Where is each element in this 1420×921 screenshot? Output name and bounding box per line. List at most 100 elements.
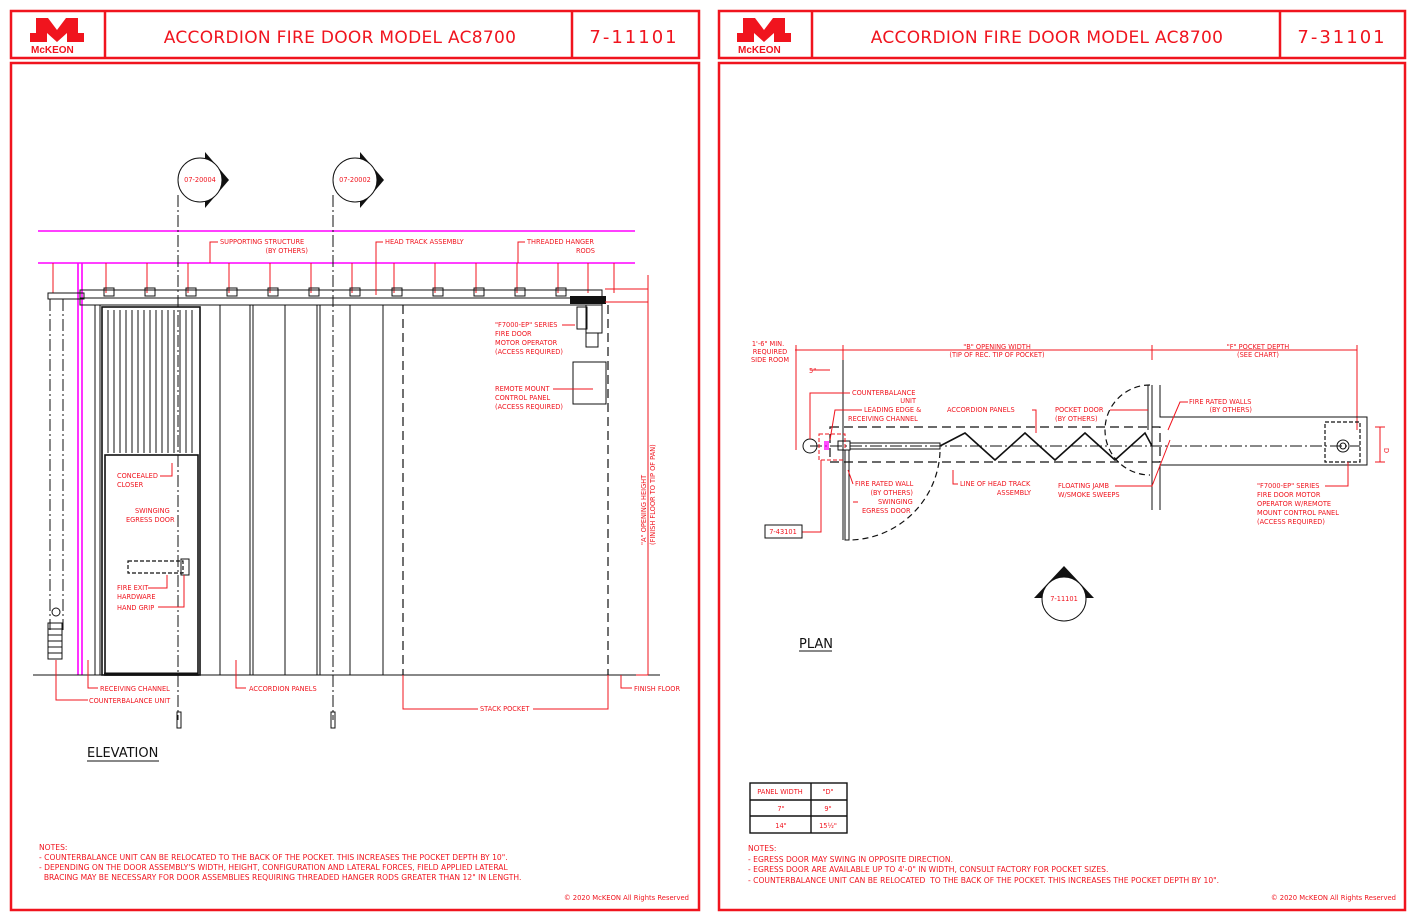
sheet-border [717,61,1407,912]
svg-text:W/SMOKE SWEEPS: W/SMOKE SWEEPS [1058,491,1120,499]
svg-text:1'-6" MIN.: 1'-6" MIN. [752,340,784,348]
detail-tag[interactable]: 7-43101 [764,524,803,539]
svg-text:(FINISH FLOOR TO TIP OF PAN): (FINISH FLOOR TO TIP OF PAN) [649,444,657,545]
notes: NOTES: - COUNTERBALANCE UNIT CAN BE RELO… [39,843,521,882]
svg-text:FIRE DOOR: FIRE DOOR [495,330,532,338]
svg-text:SIDE ROOM: SIDE ROOM [751,356,789,364]
svg-text:STACK POCKET: STACK POCKET [480,705,530,713]
svg-text:- COUNTERBALANCE UNIT CAN BE R: - COUNTERBALANCE UNIT CAN BE RELOCATED T… [748,876,1219,885]
panel-width-table: PANEL WIDTH "D" 7" 9" 14" 15½" [749,782,848,834]
svg-text:NOTES:: NOTES: [39,843,67,852]
plan-drawing: 1'-6" MIN. REQUIRED SIDE ROOM "B" OPENIN… [751,340,1390,652]
logo-text: McKEON [738,45,781,56]
svg-text:7-11101: 7-11101 [1050,595,1078,603]
svg-text:- COUNTERBALANCE UNIT CAN BE R: - COUNTERBALANCE UNIT CAN BE RELOCATED T… [39,853,508,862]
svg-text:"D": "D" [822,788,833,796]
svg-text:ACCORDION PANELS: ACCORDION PANELS [249,685,317,693]
svg-text:(BY OTHERS): (BY OTHERS) [870,489,913,497]
logo-text: McKEON [31,45,74,56]
svg-text:EGRESS DOOR: EGRESS DOOR [126,516,175,524]
svg-text:SWINGING: SWINGING [878,498,913,506]
sheet-number: 7-31101 [1297,27,1386,48]
svg-text:(SEE CHART): (SEE CHART) [1237,351,1279,359]
sheet-number: 7-11101 [589,27,678,48]
svg-text:RODS: RODS [576,247,595,255]
svg-text:EGRESS DOOR: EGRESS DOOR [862,507,911,515]
svg-text:MOTOR OPERATOR: MOTOR OPERATOR [495,339,558,347]
svg-text:REMOTE MOUNT: REMOTE MOUNT [495,385,551,393]
svg-text:"A" OPENING HEIGHT: "A" OPENING HEIGHT [640,474,648,545]
svg-text:UNIT: UNIT [900,397,917,405]
mckeon-logo: McKEON [30,18,84,56]
svg-text:LINE OF HEAD TRACK: LINE OF HEAD TRACK [960,480,1031,488]
svg-text:7": 7" [777,805,784,813]
svg-text:BRACING MAY BE NECESSARY FOR D: BRACING MAY BE NECESSARY FOR DOOR ASSEMB… [39,873,521,882]
svg-text:POCKET DOOR: POCKET DOOR [1055,406,1104,414]
svg-text:REQUIRED: REQUIRED [753,348,788,356]
svg-text:07-20004: 07-20004 [184,176,216,184]
svg-text:D: D [1382,448,1390,453]
svg-text:PANEL WIDTH: PANEL WIDTH [757,788,803,796]
sheet-title: ACCORDION FIRE DOOR MODEL AC8700 [164,28,517,48]
svg-text:15½": 15½" [819,822,837,830]
svg-text:LEADING EDGE &: LEADING EDGE & [864,406,921,414]
svg-text:07-20002: 07-20002 [339,176,371,184]
svg-text:(TIP OF REC. TIP OF POCKET): (TIP OF REC. TIP OF POCKET) [949,351,1044,359]
svg-text:FLOATING JAMB: FLOATING JAMB [1058,482,1109,490]
accordion-panels-zigzag [939,431,1153,462]
svg-text:HARDWARE: HARDWARE [117,593,156,601]
svg-text:14": 14" [775,822,786,830]
sheet-border [9,61,701,912]
svg-text:9": 9" [824,805,831,813]
egress-door-panel [101,306,201,676]
svg-text:FINISH FLOOR: FINISH FLOOR [634,685,680,693]
svg-text:"F7000-EP" SERIES: "F7000-EP" SERIES [1257,482,1320,490]
section-marker[interactable]: 07-20004 [177,152,229,208]
svg-text:(ACCESS REQUIRED): (ACCESS REQUIRED) [495,403,563,411]
svg-text:"B" OPENING WIDTH: "B" OPENING WIDTH [963,343,1031,351]
notes: NOTES: - EGRESS DOOR MAY SWING IN OPPOSI… [748,844,1219,885]
svg-text:(BY OTHERS): (BY OTHERS) [1209,406,1252,414]
svg-text:COUNTERBALANCE UNIT: COUNTERBALANCE UNIT [89,697,171,705]
section-marker[interactable]: 07-20002 [332,152,384,208]
svg-text:7-43101: 7-43101 [769,528,797,536]
svg-text:RECEIVING CHANNEL: RECEIVING CHANNEL [848,415,918,423]
view-label-plan: PLAN [799,637,833,652]
svg-text:"F7000-EP" SERIES: "F7000-EP" SERIES [495,321,558,329]
control-panel-box [572,361,607,405]
mckeon-logo: McKEON [737,18,791,56]
svg-text:COUNTERBALANCE: COUNTERBALANCE [852,389,915,397]
svg-text:- EGRESS DOOR MAY SWING IN OPP: - EGRESS DOOR MAY SWING IN OPPOSITE DIRE… [748,855,953,864]
svg-text:"F" POCKET DEPTH: "F" POCKET DEPTH [1227,343,1290,351]
svg-text:SWINGING: SWINGING [135,507,170,515]
section-marker[interactable]: 7-11101 [1034,566,1094,622]
svg-text:HEAD TRACK ASSEMBLY: HEAD TRACK ASSEMBLY [385,238,465,246]
svg-text:(ACCESS REQUIRED): (ACCESS REQUIRED) [1257,518,1325,526]
svg-text:MOUNT CONTROL PANEL: MOUNT CONTROL PANEL [1257,509,1339,517]
svg-text:SUPPORTING STRUCTURE: SUPPORTING STRUCTURE [220,238,304,246]
svg-text:OPERATOR W/REMOTE: OPERATOR W/REMOTE [1257,500,1331,508]
svg-text:- DEPENDING ON THE DOOR ASSEMB: - DEPENDING ON THE DOOR ASSEMBLY'S WIDTH… [39,863,509,872]
view-label-elevation: ELEVATION [87,746,158,761]
svg-text:FIRE DOOR MOTOR: FIRE DOOR MOTOR [1257,491,1321,499]
copyright: © 2020 McKEON All Rights Reserved [1271,894,1396,902]
elevation-labels: SUPPORTING STRUCTURE (BY OTHERS) HEAD TR… [89,238,680,713]
sheet-title: ACCORDION FIRE DOOR MODEL AC8700 [871,28,1224,48]
svg-text:ASSEMBLY: ASSEMBLY [997,489,1032,497]
svg-text:FIRE RATED WALL: FIRE RATED WALL [855,480,914,488]
sheet-plan: McKEON ACCORDION FIRE DOOR MODEL AC8700 … [717,9,1407,912]
plan-labels: 1'-6" MIN. REQUIRED SIDE ROOM "B" OPENIN… [751,340,1390,526]
svg-text:5": 5" [809,367,816,375]
elevation-drawing: 07-20004 07-20002 [33,152,680,762]
svg-text:(BY OTHERS): (BY OTHERS) [265,247,308,255]
svg-text:THREADED HANGER: THREADED HANGER [526,238,594,246]
svg-text:ACCORDION PANELS: ACCORDION PANELS [947,406,1015,414]
title-block: McKEON ACCORDION FIRE DOOR MODEL AC8700 … [717,9,1407,60]
motor-operator [570,296,606,348]
svg-text:RECEIVING CHANNEL: RECEIVING CHANNEL [100,685,170,693]
svg-text:FIRE RATED WALLS: FIRE RATED WALLS [1189,398,1251,406]
svg-text:NOTES:: NOTES: [748,844,776,853]
svg-text:HAND GRIP: HAND GRIP [117,604,154,612]
copyright: © 2020 McKEON All Rights Reserved [564,894,689,902]
svg-text:FIRE EXIT: FIRE EXIT [117,584,149,592]
